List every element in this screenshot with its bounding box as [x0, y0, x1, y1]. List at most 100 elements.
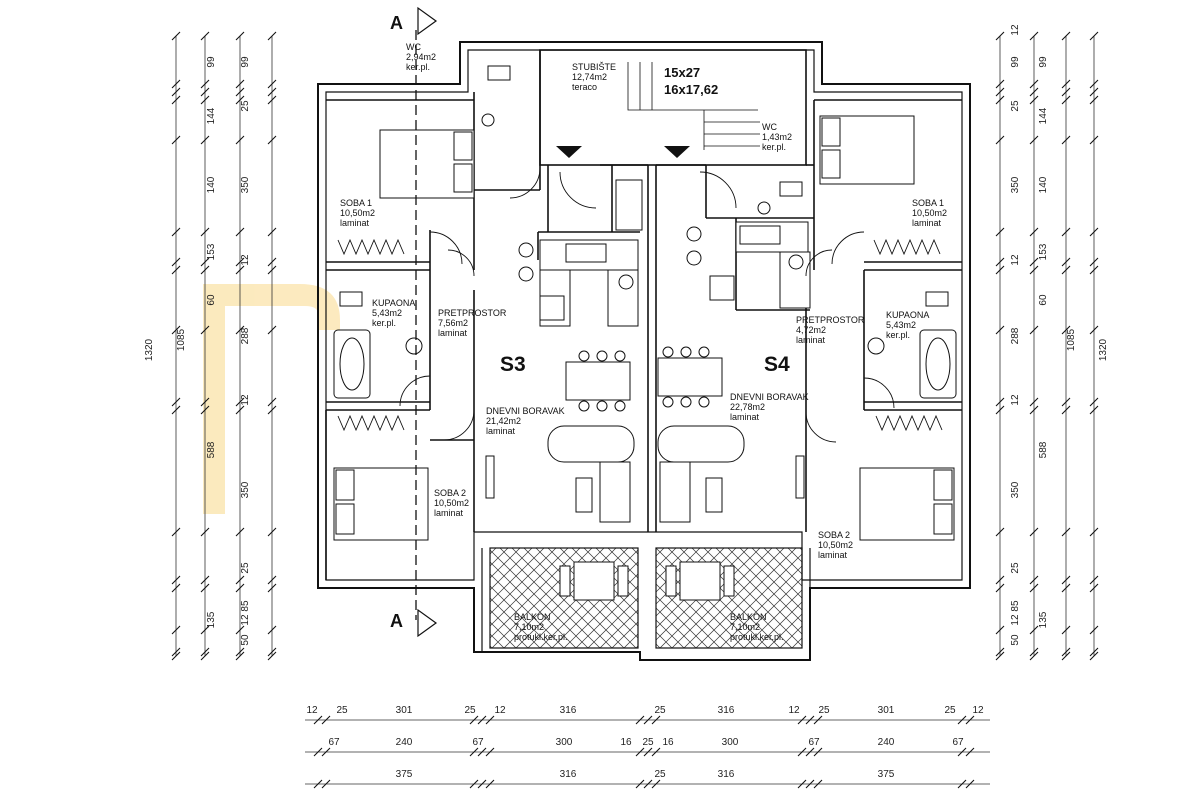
dimension-label: 12 — [240, 614, 251, 626]
room-area: 22,78m2 — [730, 402, 766, 412]
room-label: WC — [406, 42, 421, 52]
dimension-tick — [1029, 583, 1039, 593]
dimension-tick — [235, 625, 245, 635]
dimension-tick — [805, 747, 815, 757]
dimension-label: 99 — [240, 56, 251, 68]
room-area: 5,43m2 — [886, 320, 917, 330]
dimension-tick — [485, 715, 495, 725]
dimension-tick — [805, 715, 815, 725]
dimension-tick — [957, 715, 967, 725]
dimension-tick — [235, 575, 245, 585]
dimension-tick — [267, 405, 277, 415]
dimension-label: 135 — [1038, 611, 1049, 629]
dimension-tick — [805, 779, 815, 789]
room-finish: protukl.ker.pl. — [730, 632, 784, 642]
room-label: DNEVNI BORAVAK — [486, 406, 565, 416]
dimension-label: 375 — [395, 769, 413, 780]
dimension-tick — [267, 31, 277, 41]
dimension-tick — [235, 265, 245, 275]
dimension-tick — [1089, 405, 1099, 415]
dimension-label: 99 — [1038, 56, 1049, 68]
dimension-label: 288 — [1010, 327, 1021, 345]
dimension-label: 1320 — [144, 338, 155, 362]
dimension-label: 140 — [1038, 176, 1049, 194]
dimension-tick — [267, 325, 277, 335]
dimension-tick — [995, 405, 1005, 415]
dimension-tick — [171, 527, 181, 537]
dimension-tick — [235, 527, 245, 537]
dimension-tick — [171, 405, 181, 415]
dimension-tick — [1089, 31, 1099, 41]
dimension-tick — [235, 87, 245, 97]
dimension-tick — [635, 747, 645, 757]
dimension-label: 153 — [206, 243, 217, 261]
dimension-tick — [995, 527, 1005, 537]
dimension-label: 12 — [1010, 254, 1021, 266]
dimension-tick — [200, 625, 210, 635]
dimension-tick — [1061, 31, 1071, 41]
dimension-label: 153 — [1038, 243, 1049, 261]
dimension-tick — [995, 397, 1005, 407]
dimension-tick — [1061, 87, 1071, 97]
dimension-tick — [235, 135, 245, 145]
dimension-label: 1085 — [176, 328, 187, 352]
dimension-tick — [200, 651, 210, 661]
section-line — [415, 6, 438, 638]
room-label: SOBA 2 — [818, 530, 851, 540]
room-label: KUPAONA — [886, 310, 930, 320]
dimension-tick — [651, 715, 661, 725]
dimension-label: 25 — [642, 737, 654, 748]
dimension-tick — [171, 135, 181, 145]
dimension-tick — [797, 779, 807, 789]
dimension-tick — [995, 325, 1005, 335]
dimension-tick — [200, 647, 210, 657]
dimension-tick — [1089, 135, 1099, 145]
dimension-tick — [1029, 625, 1039, 635]
dimension-tick — [1061, 135, 1071, 145]
dimension-tick — [200, 575, 210, 585]
dimension-tick — [797, 747, 807, 757]
dimension-tick — [995, 79, 1005, 89]
dimension-tick — [235, 227, 245, 237]
dimension-tick — [267, 625, 277, 635]
dimension-tick — [1061, 397, 1071, 407]
dimension-tick — [1089, 397, 1099, 407]
dimension-tick — [171, 625, 181, 635]
balcony-furniture — [559, 561, 735, 601]
stair-arrows — [556, 146, 690, 158]
dimension-label: 316 — [717, 705, 735, 716]
dimension-tick — [200, 95, 210, 105]
room-finish: laminat — [434, 508, 464, 518]
dimension-tick — [200, 325, 210, 335]
dimension-label: 144 — [206, 107, 217, 125]
dimension-label: 135 — [206, 611, 217, 629]
dimension-tick — [267, 527, 277, 537]
dimension-tick — [267, 583, 277, 593]
dimension-label: 99 — [1010, 56, 1021, 68]
dimension-tick — [235, 95, 245, 105]
door-swings — [399, 167, 895, 443]
room-label: SOBA 1 — [912, 198, 945, 208]
dimension-tick — [235, 405, 245, 415]
dimension-label: 12 — [306, 705, 318, 716]
dimension-label: 588 — [1038, 441, 1049, 459]
dining-tables — [565, 346, 723, 412]
dimension-tick — [995, 227, 1005, 237]
dimension-label: 99 — [206, 56, 217, 68]
dimension-label: 1320 — [1098, 338, 1109, 362]
dimension-tick — [1061, 325, 1071, 335]
room-area: 1,43m2 — [762, 132, 793, 142]
room-label: PRETPROSTOR — [438, 308, 507, 318]
dimension-tick — [235, 31, 245, 41]
dimension-tick — [1089, 651, 1099, 661]
dimension-label: 350 — [240, 176, 251, 194]
dimension-label: 588 — [206, 441, 217, 459]
section-marker-top: A — [390, 13, 403, 33]
dimension-ticks — [171, 31, 1099, 789]
dimension-tick — [235, 397, 245, 407]
dimension-tick — [1029, 647, 1039, 657]
dimension-label: 300 — [555, 737, 573, 748]
dimension-label: 67 — [328, 737, 340, 748]
unit-label-s3: S3 — [500, 353, 526, 376]
